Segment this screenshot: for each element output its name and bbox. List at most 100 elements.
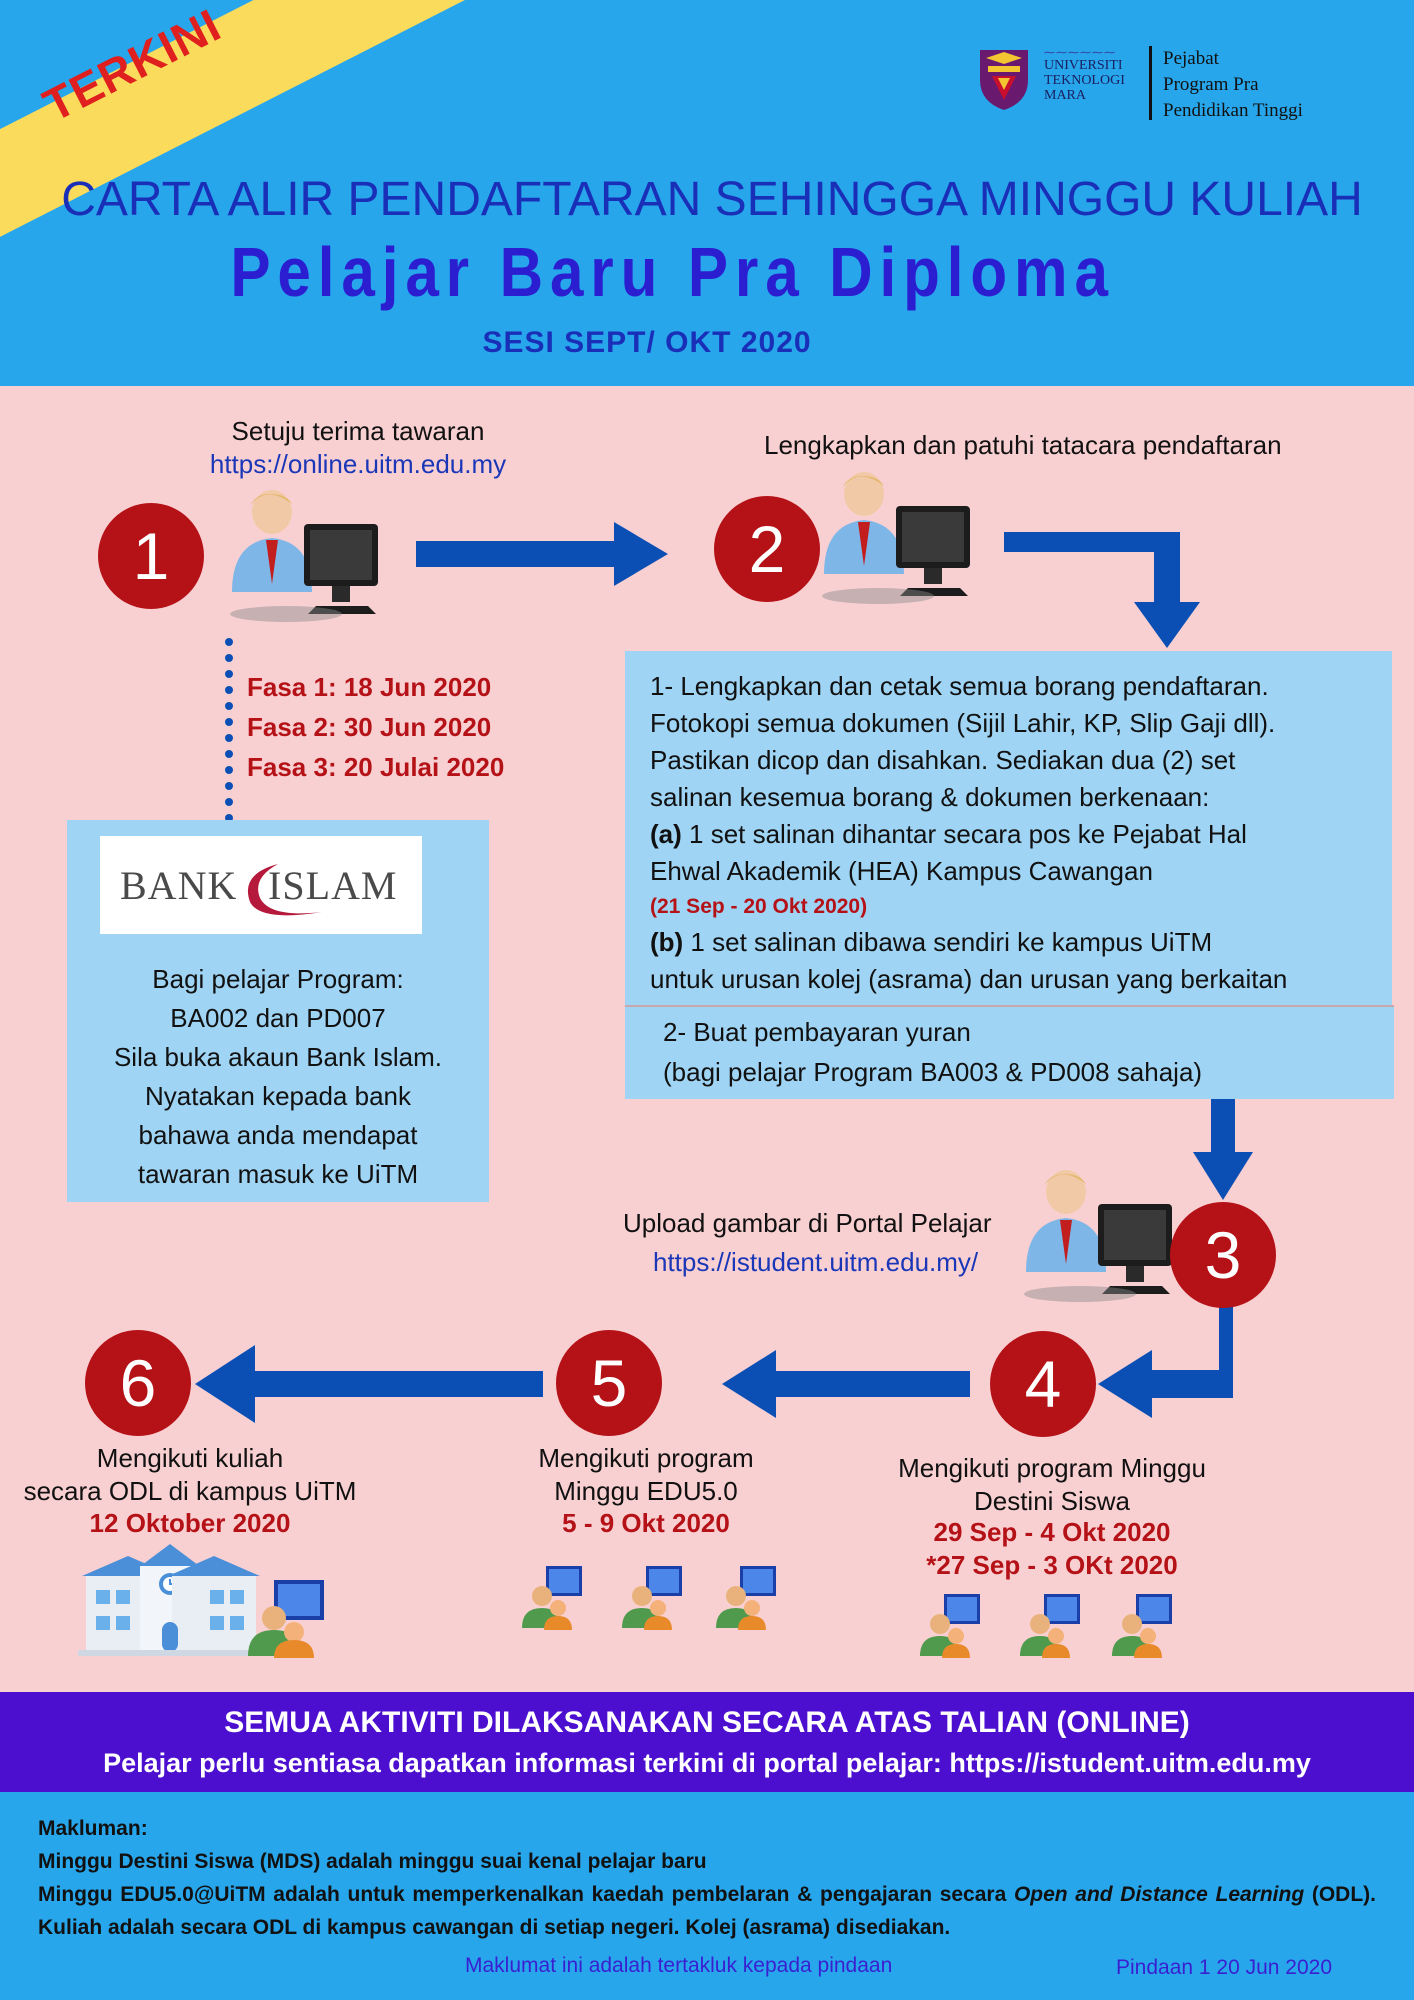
registration-item-b: (b) 1 set salinan dibawa sendiri ke kamp… bbox=[650, 924, 1390, 961]
online-notice-banner bbox=[0, 1692, 1414, 1792]
office-line: Program Pra bbox=[1163, 74, 1259, 95]
arrow-step2-to-box bbox=[1004, 532, 1200, 648]
step6-caption-line: Mengikuti kuliah bbox=[96, 1443, 284, 1473]
arrow-step1-to-step2 bbox=[416, 522, 668, 586]
step5-number: 5 bbox=[556, 1330, 662, 1436]
registration-line: 1 set salinan dibawa sendiri ke kampus U… bbox=[683, 927, 1213, 957]
phase-date: Fasa 3: 20 Julai 2020 bbox=[247, 752, 505, 782]
registration-line: 1- Lengkapkan dan cetak semua borang pen… bbox=[650, 671, 1269, 701]
registration-line: Pastikan dicop dan disahkan. Sediakan du… bbox=[650, 745, 1236, 775]
student-portal-link[interactable]: https://istudent.uitm.edu.my/ bbox=[653, 1247, 979, 1277]
bank-box-line: BA002 dan PD007 bbox=[170, 1003, 386, 1033]
arrow-step4-to-step5 bbox=[722, 1350, 970, 1418]
offer-portal-link[interactable]: https://online.uitm.edu.my bbox=[209, 449, 507, 479]
info-text: Makluman: Minggu Destini Siswa (MDS) ada… bbox=[38, 1812, 1376, 1944]
step1-number: 1 bbox=[98, 503, 204, 609]
participant-group bbox=[522, 1566, 582, 1630]
registration-item-a: (a) 1 set salinan dihantar secara pos ke… bbox=[650, 816, 1390, 853]
svg-text:BANK: BANK bbox=[120, 863, 237, 908]
uitm-crest-icon bbox=[980, 50, 1028, 110]
bank-box-line: tawaran masuk ke UiTM bbox=[137, 1159, 419, 1189]
bank-box-line: Nyatakan kepada bank bbox=[145, 1081, 411, 1111]
bank-box-text: Bagi pelajar Program: BA002 dan PD007 Si… bbox=[67, 960, 489, 1194]
arrow-step5-to-step6 bbox=[195, 1345, 543, 1423]
page-subtitle: Pelajar Baru Pra Diploma bbox=[230, 233, 1115, 311]
step4-caption-line: Mengikuti program Minggu bbox=[898, 1453, 1206, 1483]
phase-date: Fasa 1: 18 Jun 2020 bbox=[247, 672, 492, 702]
registration-line: Fotokopi semua dokumen (Sijil Lahir, KP,… bbox=[650, 708, 1276, 738]
university-line: MARA bbox=[1044, 88, 1087, 103]
step2-caption: Lengkapkan dan patuhi tatacara pendaftar… bbox=[764, 430, 1282, 460]
step4-dates: 29 Sep - 4 Okt 2020 *27 Sep - 3 OKt 2020 bbox=[852, 1516, 1252, 1582]
info-line: Minggu Destini Siswa (MDS) adalah minggu… bbox=[38, 1850, 707, 1873]
step4-date: 29 Sep - 4 Okt 2020 bbox=[933, 1517, 1171, 1547]
bank-islam-logo-icon: BANK ISLAM bbox=[120, 863, 397, 916]
office-line: Pendidikan Tinggi bbox=[1163, 100, 1303, 121]
svg-text:ISLAM: ISLAM bbox=[268, 863, 397, 908]
step6-caption: Mengikuti kuliah secara ODL di kampus Ui… bbox=[0, 1442, 380, 1508]
bank-box-line: Sila buka akaun Bank Islam. bbox=[113, 1042, 443, 1072]
arrow-step3-to-step4 bbox=[1098, 1305, 1233, 1418]
user-at-computer-icon bbox=[1024, 1170, 1172, 1302]
online-notice-subtitle: Pelajar perlu sentiasa dapatkan informas… bbox=[103, 1748, 1311, 1778]
registration-line: salinan kesemua borang & dokumen berkena… bbox=[650, 782, 1210, 812]
university-line: UNIVERSITI bbox=[1044, 58, 1123, 73]
fee-line: 2- Buat pembayaran yuran bbox=[663, 1017, 971, 1047]
info-italic: Open and Distance Learning bbox=[1013, 1883, 1305, 1906]
online-participants-icon bbox=[522, 1566, 776, 1630]
dotted-connector bbox=[225, 638, 233, 822]
step6-date: 12 Oktober 2020 bbox=[89, 1508, 291, 1538]
user-at-computer-icon bbox=[230, 490, 378, 622]
fee-payment-text: 2- Buat pembayaran yuran (bagi pelajar P… bbox=[663, 1012, 1202, 1092]
university-name: ⁓⁓⁓⁓⁓⁓ UNIVERSITI TEKNOLOGI MARA bbox=[1044, 46, 1144, 103]
info-line: (ODL). Kuliah adalah secara ODL di kampu… bbox=[38, 1883, 1377, 1939]
office-name: Pejabat Program Pra Pendidikan Tinggi bbox=[1163, 46, 1303, 124]
info-title: Makluman: bbox=[38, 1817, 148, 1840]
step3-caption: Upload gambar di Portal Pelajar bbox=[623, 1208, 992, 1238]
step4-date: *27 Sep - 3 OKt 2020 bbox=[926, 1550, 1178, 1580]
step5-date: 5 - 9 Okt 2020 bbox=[562, 1508, 730, 1538]
item-a-date: (21 Sep - 20 Okt 2020) bbox=[650, 895, 868, 918]
step6-caption-line: secara ODL di kampus UiTM bbox=[23, 1476, 357, 1506]
step4-caption-line: Destini Siswa bbox=[973, 1486, 1131, 1516]
step5-caption-line: Mengikuti program bbox=[538, 1443, 754, 1473]
registration-steps-box bbox=[625, 651, 1392, 1005]
info-section bbox=[0, 1792, 1414, 2000]
phase-date: Fasa 2: 30 Jun 2020 bbox=[247, 712, 492, 742]
step5-caption-line: Minggu EDU5.0 bbox=[554, 1476, 738, 1506]
jawi-script-mark: ⁓⁓⁓⁓⁓⁓ bbox=[1044, 47, 1116, 59]
info-line: Minggu EDU5.0@UiTM adalah untuk memperke… bbox=[38, 1883, 1014, 1906]
page-title: CARTA ALIR PENDAFTARAN SEHINGGA MINGGU K… bbox=[61, 173, 1363, 226]
session-label: SESI SEPT/ OKT 2020 bbox=[482, 326, 812, 359]
step1-caption: Setuju terima tawaran bbox=[231, 416, 485, 446]
university-line: TEKNOLOGI bbox=[1044, 73, 1125, 88]
fee-payment-box bbox=[625, 1005, 1394, 1099]
step4-caption: Mengikuti program Minggu Destini Siswa bbox=[852, 1452, 1252, 1518]
bank-box-line: bahawa anda mendapat bbox=[138, 1120, 418, 1150]
info-paragraph: Minggu EDU5.0@UiTM adalah untuk memperke… bbox=[38, 1878, 1376, 1944]
bank-box-line: Bagi pelajar Program: bbox=[152, 964, 404, 994]
step3-number: 3 bbox=[1170, 1202, 1276, 1308]
step4-number: 4 bbox=[990, 1331, 1096, 1437]
office-line: Pejabat bbox=[1163, 48, 1219, 69]
step6-number: 6 bbox=[85, 1330, 191, 1436]
user-at-computer-icon bbox=[822, 472, 970, 604]
header-banner: TERKINI ⁓⁓⁓⁓⁓⁓ UNIVERSITI TEKNOLOGI MARA… bbox=[0, 0, 1414, 386]
registration-line: untuk urusan kolej (asrama) dan urusan y… bbox=[650, 964, 1288, 994]
campus-building-icon bbox=[78, 1544, 324, 1658]
registration-line: 1 set salinan dihantar secara pos ke Pej… bbox=[681, 819, 1247, 849]
step5-caption: Mengikuti program Minggu EDU5.0 bbox=[446, 1442, 846, 1508]
registration-line: Ehwal Akademik (HEA) Kampus Cawangan bbox=[650, 856, 1153, 886]
logo-divider bbox=[1149, 46, 1152, 120]
arrow-box-to-step3 bbox=[1193, 1098, 1253, 1200]
disclaimer-note: Maklumat ini adalah tertakluk kepada pin… bbox=[465, 1954, 893, 1977]
item-b-label: (b) bbox=[650, 927, 684, 957]
online-notice-title: SEMUA AKTIVITI DILAKSANAKAN SECARA ATAS … bbox=[224, 1706, 1190, 1739]
online-participants-icon bbox=[920, 1594, 1172, 1658]
registration-steps-text: 1- Lengkapkan dan cetak semua borang pen… bbox=[650, 668, 1390, 998]
item-a-label: (a) bbox=[650, 819, 682, 849]
bank-islam-logo: BANK ISLAM bbox=[100, 836, 422, 934]
step2-number: 2 bbox=[714, 496, 820, 602]
fee-line: (bagi pelajar Program BA003 & PD008 saha… bbox=[663, 1057, 1203, 1087]
